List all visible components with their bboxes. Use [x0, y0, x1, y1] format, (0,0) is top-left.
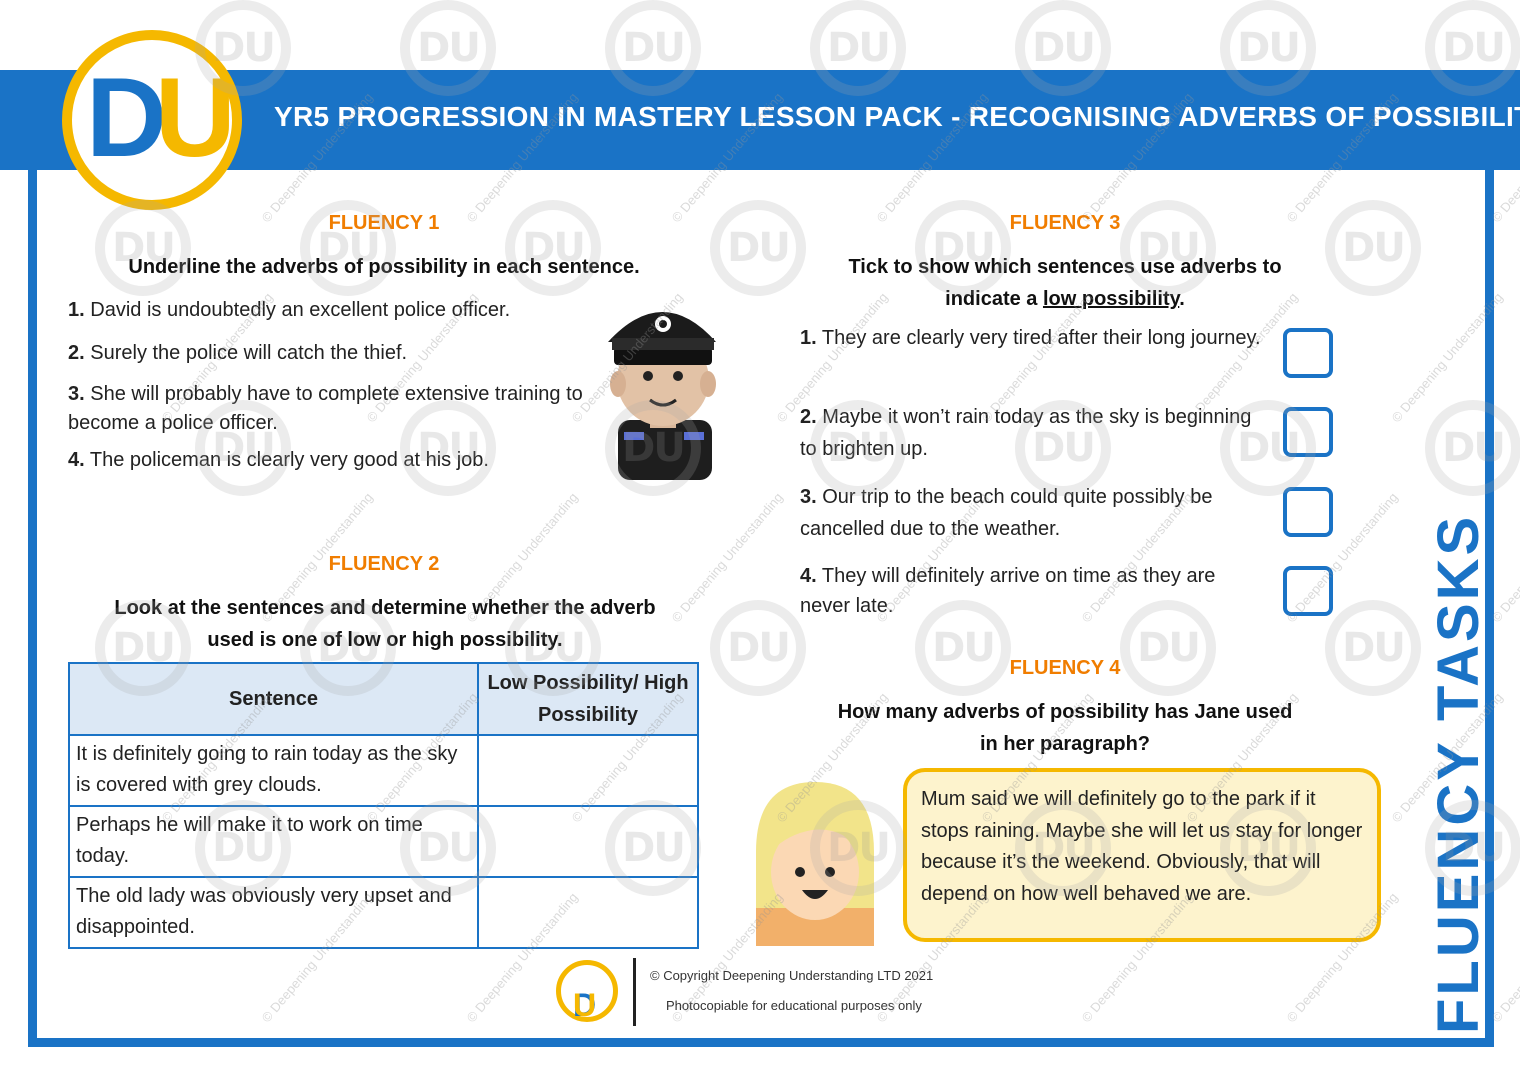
table-row: It is definitely going to rain today as …	[68, 734, 699, 807]
tick-box-2[interactable]	[1283, 407, 1333, 457]
table-cell-answer[interactable]	[477, 876, 699, 949]
fluency3-item-2: 2. Maybe it won’t rain today as the sky …	[800, 406, 1252, 460]
girl-jane-illustration	[756, 782, 874, 946]
table-row: Perhaps he will make it to work on time …	[68, 805, 699, 878]
logo-letter-u: U	[154, 55, 236, 180]
fluency3-heading: FLUENCY 3	[1009, 212, 1121, 234]
page-frame	[28, 165, 1494, 1047]
fluency3-item-4: 4. They will definitely arrive on time a…	[800, 565, 1216, 617]
fluency1-item-4: 4. The policeman is clearly very good at…	[68, 449, 489, 471]
tick-box-3[interactable]	[1283, 487, 1333, 537]
police-officer-illustration	[608, 312, 716, 480]
fluency4-heading: FLUENCY 4	[1009, 657, 1121, 679]
header-bar	[0, 70, 1520, 170]
page-title: YR5 PROGRESSION IN MASTERY LESSON PACK -…	[274, 101, 1520, 132]
brand-logo: DU	[62, 30, 242, 210]
fluency4-instruction: How many adverbs of possibility has Jane…	[837, 701, 1293, 755]
table-cell-answer[interactable]	[477, 734, 699, 807]
fluency1-instruction: Underline the adverbs of possibility in …	[128, 256, 640, 278]
fluency2-heading: FLUENCY 2	[328, 553, 440, 575]
logo-letter-d: D	[86, 55, 167, 180]
table-cell-answer[interactable]	[477, 805, 699, 878]
table-header-possibility: Low Possibility/ High Possibility	[477, 662, 699, 736]
table-cell-sentence: Perhaps he will make it to work on time …	[68, 805, 479, 878]
table-cell-sentence: It is definitely going to rain today as …	[68, 734, 479, 807]
table-header-sentence: Sentence	[68, 662, 479, 736]
fluency-tasks-label: FLUENCY TASKS	[1426, 513, 1491, 1034]
tick-box-1[interactable]	[1283, 328, 1333, 378]
fluency1-item-3: 3. She will probably have to complete ex…	[68, 383, 583, 434]
fluency1-item-2: 2. Surely the police will catch the thie…	[68, 342, 408, 364]
tick-box-4[interactable]	[1283, 566, 1333, 616]
fluency1-item-1: 1. David is undoubtedly an excellent pol…	[68, 299, 511, 321]
possibility-table: Sentence Low Possibility/ High Possibili…	[68, 662, 699, 949]
table-cell-sentence: The old lady was obviously very upset an…	[68, 876, 479, 949]
footer-copyright: © Copyright Deepening Understanding LTD …	[650, 968, 934, 983]
table-row: The old lady was obviously very upset an…	[68, 876, 699, 949]
fluency3-instruction: Tick to show which sentences use adverbs…	[848, 256, 1282, 310]
fluency3-item-1: 1. They are clearly very tired after the…	[800, 327, 1261, 349]
fluency1-heading: FLUENCY 1	[328, 212, 440, 234]
fluency2-instruction: Look at the sentences and determine whet…	[114, 597, 656, 651]
footer-divider	[633, 958, 636, 1026]
fluency3-item-3: 3. Our trip to the beach could quite pos…	[800, 486, 1213, 540]
jane-paragraph-bubble: Mum said we will definitely go to the pa…	[903, 768, 1381, 942]
footer-note: Photocopiable for educational purposes o…	[666, 998, 922, 1013]
